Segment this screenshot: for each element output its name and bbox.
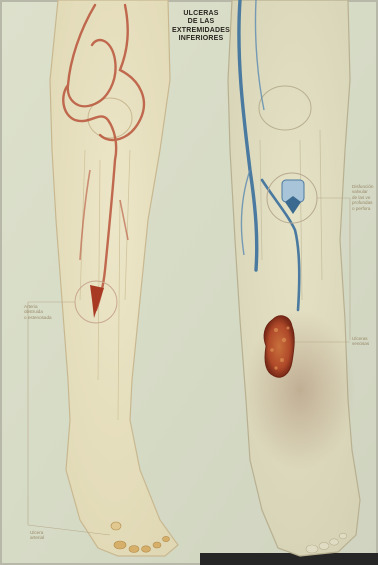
bottom-dark-strip xyxy=(200,553,378,565)
label-arterial-ulcer: Ulcera arterial xyxy=(30,530,44,541)
label-valve-dysfunction: Disfunción valvular de las ve profundas … xyxy=(352,184,373,211)
label-arterial-obstruction: Arteria obstruida o estenosada xyxy=(24,304,52,320)
label-venous-ulcer: Ulceras venosas xyxy=(352,336,369,347)
poster-title: ULCERAS DE LAS EXTREMIDADES INFERIORES xyxy=(165,10,237,44)
venous-ulcer xyxy=(264,316,294,377)
left-foot-ulcer xyxy=(111,522,121,530)
venous-stasis-pigmentation xyxy=(245,310,355,470)
